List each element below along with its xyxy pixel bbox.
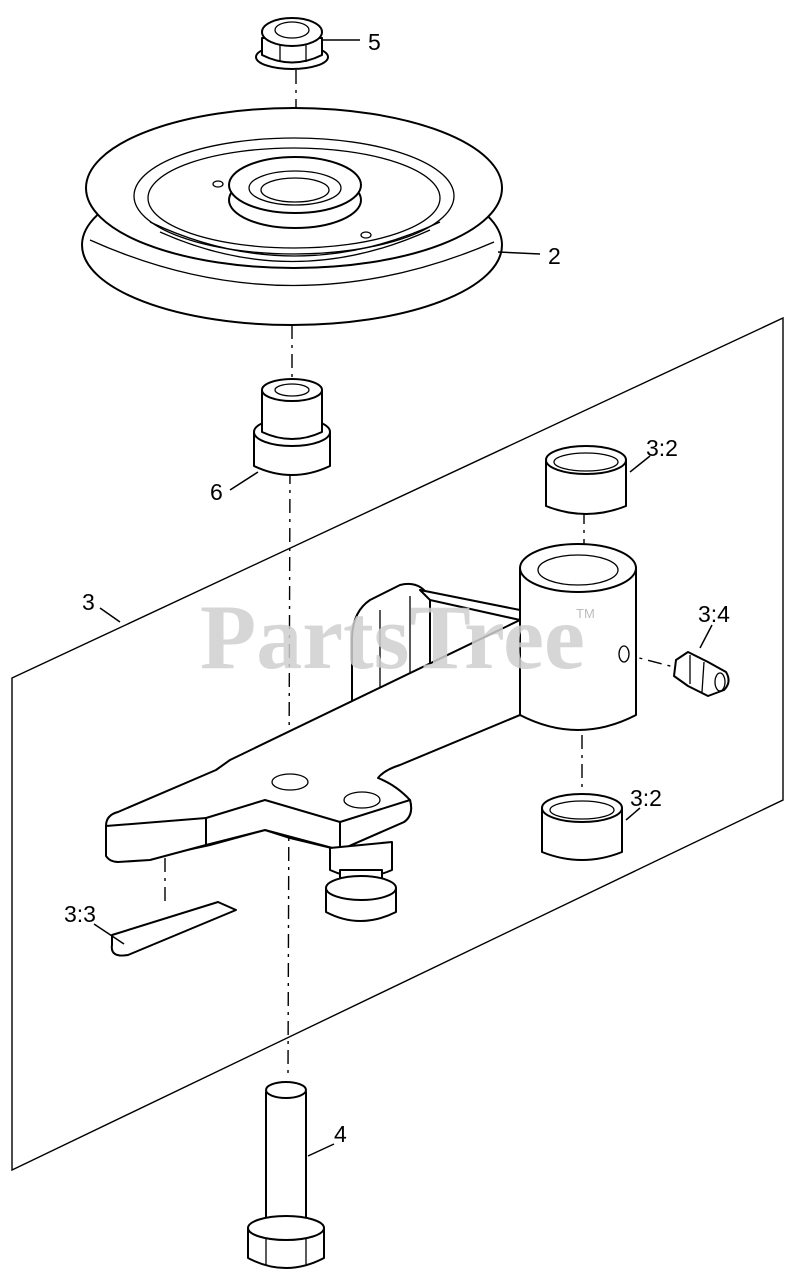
watermark-text: PartsTree (200, 586, 585, 688)
hex-nut[interactable] (255, 17, 329, 70)
callout-nut: 5 (368, 29, 381, 55)
bolt[interactable] (247, 1081, 325, 1269)
callout-bolt: 4 (334, 1121, 347, 1147)
pulley[interactable] (81, 107, 503, 326)
bushing-bottom[interactable] (541, 793, 623, 861)
assembly-boundary-plane (11, 316, 784, 1172)
bushing-top[interactable] (545, 445, 627, 515)
grease-fitting[interactable] (673, 651, 730, 697)
decal[interactable] (110, 901, 237, 957)
callout-arm-assembly: 3 (82, 589, 95, 615)
leader-lines (93, 39, 713, 1157)
callout-decal: 3:3 (64, 901, 96, 927)
callout-grease-fitting: 3:4 (698, 601, 730, 627)
callout-bushing-top: 3:2 (646, 435, 678, 461)
pivot-tube[interactable] (519, 543, 637, 731)
callout-pulley: 2 (548, 243, 561, 269)
callout-spacer: 6 (210, 479, 223, 505)
watermark-trademark: TM (576, 606, 595, 621)
idler-arm[interactable] (105, 582, 581, 922)
callout-bushing-bottom: 3:2 (630, 785, 662, 811)
spacer[interactable] (253, 378, 331, 476)
